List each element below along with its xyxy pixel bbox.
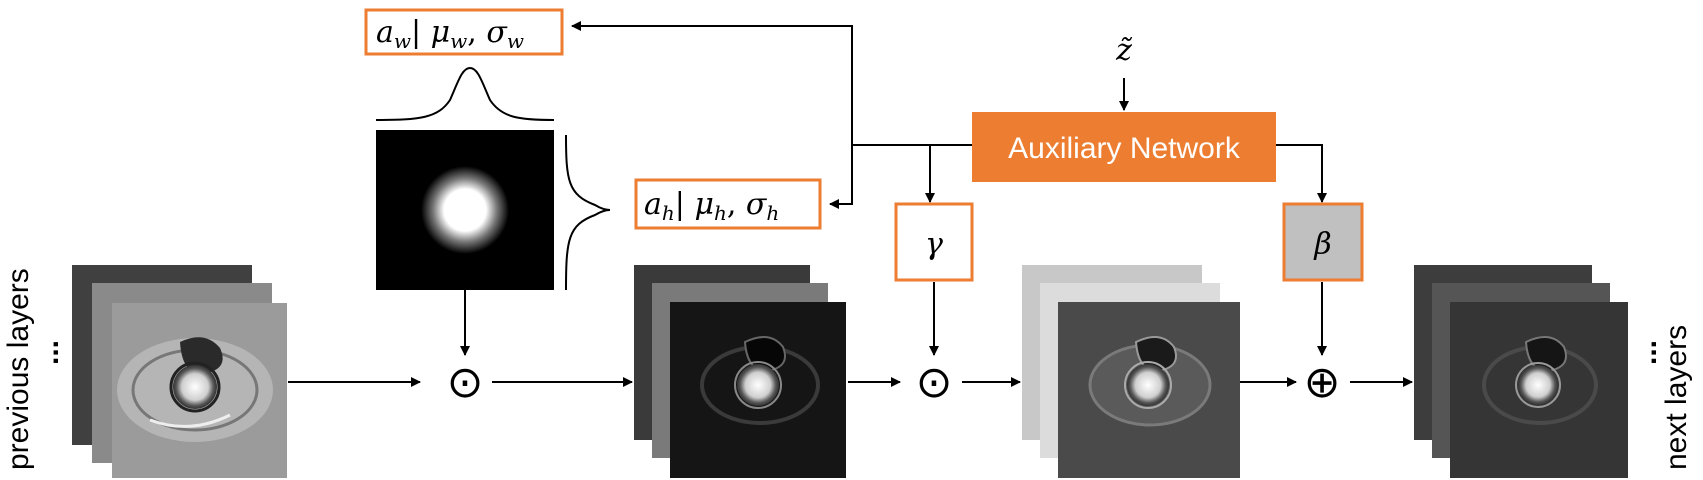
svg-text:...: ... bbox=[1630, 340, 1663, 365]
svg-text:β: β bbox=[1313, 227, 1331, 262]
arrow-to-beta bbox=[1276, 144, 1327, 203]
hadamard-operator-2: ⊙ bbox=[916, 357, 953, 408]
feature-map-front bbox=[670, 302, 846, 478]
height-params-box: ah| μh, σh bbox=[634, 178, 822, 230]
svg-text:previous layers: previous layers bbox=[2, 268, 35, 470]
masked-feature-stack bbox=[634, 265, 846, 478]
next-layers-ellipsis: ... bbox=[1630, 340, 1663, 365]
width-params-box: aw| μw, σw bbox=[364, 8, 564, 56]
next-layers-label: next layers bbox=[1660, 325, 1693, 470]
noise-input-label: z̃ bbox=[1115, 33, 1133, 68]
arrow-to-width-params bbox=[571, 21, 853, 145]
svg-text:aw| μw, σw: aw| μw, σw bbox=[376, 15, 524, 53]
svg-text:ah| μh, σh: ah| μh, σh bbox=[644, 187, 779, 225]
hadamard-operator-1: ⊙ bbox=[447, 357, 484, 408]
auxiliary-network-block: Auxiliary Network bbox=[972, 112, 1276, 182]
beta-box: β bbox=[1282, 202, 1364, 282]
feature-map-front bbox=[1058, 302, 1240, 478]
height-gaussian-curve bbox=[565, 134, 611, 291]
previous-layers-ellipsis: ... bbox=[32, 340, 65, 365]
output-feature-stack bbox=[1414, 265, 1628, 478]
scaled-feature-stack bbox=[1022, 265, 1240, 478]
gamma-box: γ bbox=[894, 202, 974, 282]
arrow-to-height-params bbox=[829, 145, 853, 209]
width-gaussian-curve bbox=[375, 66, 555, 121]
addition-operator: ⊕ bbox=[1304, 357, 1341, 408]
svg-text:next layers: next layers bbox=[1660, 325, 1693, 470]
input-feature-stack bbox=[72, 265, 287, 478]
svg-text:Auxiliary Network: Auxiliary Network bbox=[1008, 132, 1241, 165]
gaussian-mask bbox=[376, 130, 554, 290]
feature-map-front bbox=[112, 303, 287, 478]
svg-text:γ: γ bbox=[925, 227, 943, 262]
feature-map-front bbox=[1450, 302, 1628, 478]
previous-layers-label: previous layers bbox=[2, 268, 35, 470]
svg-text:...: ... bbox=[32, 340, 65, 365]
